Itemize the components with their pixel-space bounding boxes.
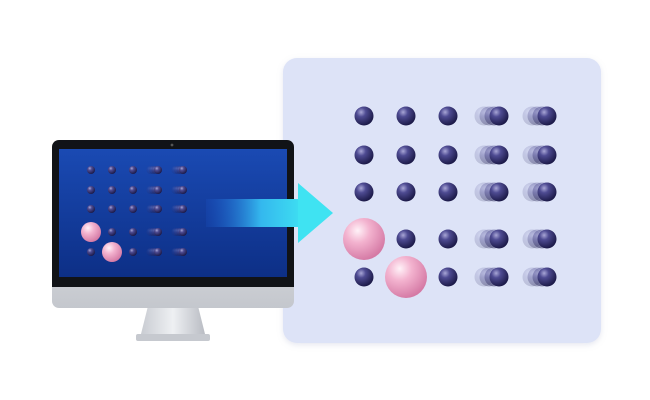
arrow-right-icon xyxy=(206,183,333,243)
dark-dot xyxy=(129,186,137,194)
dark-dot xyxy=(354,106,374,126)
dark-dot xyxy=(129,228,137,236)
dark-dot xyxy=(87,248,95,256)
dark-dot xyxy=(489,267,509,287)
screen-dot-grid xyxy=(81,166,187,262)
dark-dot xyxy=(537,182,557,202)
pink-dot xyxy=(343,218,385,260)
dark-dot xyxy=(489,106,509,126)
dark-dot xyxy=(179,186,187,194)
dark-dot xyxy=(438,182,458,202)
dark-dot xyxy=(354,267,374,287)
dark-dot xyxy=(396,106,416,126)
dark-dot xyxy=(396,145,416,165)
dark-dot xyxy=(87,186,95,194)
dark-dot xyxy=(354,182,374,202)
dark-dot xyxy=(489,182,509,202)
dark-dot xyxy=(537,106,557,126)
dark-dot xyxy=(154,205,162,213)
dark-dot xyxy=(179,228,187,236)
dark-dot xyxy=(396,229,416,249)
dark-dot xyxy=(396,182,416,202)
dark-dot xyxy=(537,229,557,249)
dark-dot xyxy=(129,166,137,174)
dark-dot xyxy=(438,145,458,165)
dark-dot xyxy=(154,186,162,194)
dark-dot xyxy=(438,267,458,287)
dark-dot xyxy=(179,248,187,256)
dark-dot xyxy=(154,248,162,256)
detail-panel xyxy=(283,58,601,343)
pink-dot xyxy=(81,222,101,242)
pink-dot xyxy=(385,256,427,298)
dark-dot xyxy=(108,205,116,213)
dark-dot xyxy=(179,205,187,213)
dark-dot xyxy=(108,186,116,194)
dark-dot xyxy=(354,145,374,165)
dark-dot xyxy=(108,166,116,174)
dark-dot xyxy=(129,248,137,256)
dark-dot xyxy=(179,166,187,174)
dark-dot xyxy=(154,228,162,236)
dark-dot xyxy=(489,145,509,165)
dot-grid-icon xyxy=(343,106,557,298)
dark-dot xyxy=(537,145,557,165)
dark-dot xyxy=(537,267,557,287)
dark-dot xyxy=(108,228,116,236)
dark-dot xyxy=(438,229,458,249)
pink-dot xyxy=(102,242,122,262)
dark-dot xyxy=(489,229,509,249)
dark-dot xyxy=(154,166,162,174)
dark-dot xyxy=(87,205,95,213)
dark-dot xyxy=(129,205,137,213)
dark-dot xyxy=(438,106,458,126)
dark-dot xyxy=(87,166,95,174)
